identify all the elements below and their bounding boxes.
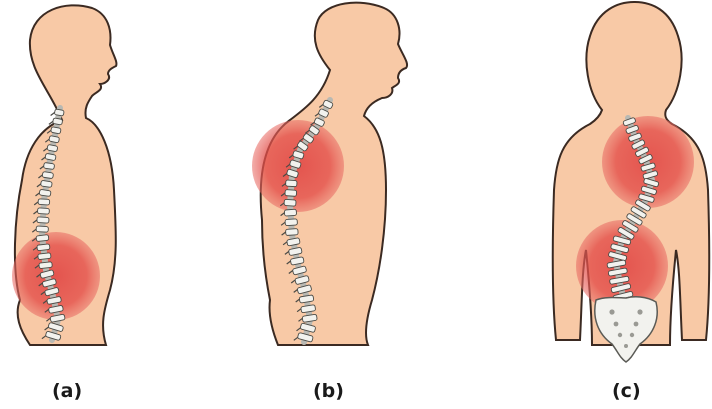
panel-a-vertebra <box>37 217 49 223</box>
panel-a-vertebra <box>38 199 50 205</box>
panel-b-vertebra <box>284 209 296 216</box>
panel-b-vertebra <box>285 219 297 226</box>
panel-a-vertebra <box>37 244 50 251</box>
panel-b-vertebra <box>284 199 296 206</box>
panel-c-label: (c) <box>612 380 641 402</box>
panel-c-sacrum <box>595 297 657 362</box>
panel-a-figure <box>12 5 116 345</box>
panel-a-vertebra <box>38 253 51 260</box>
panel-c-figure <box>553 2 710 362</box>
panel-b-label: (b) <box>313 380 344 402</box>
panel-a-spinous-process <box>51 113 55 116</box>
panel-a-vertebra <box>39 189 51 196</box>
panel-a-label: (a) <box>52 380 82 402</box>
panel-b-figure <box>252 3 407 345</box>
panel-b-vertebra <box>286 229 299 236</box>
panel-b-vertebra <box>285 190 297 197</box>
panel-b-vertebra <box>286 180 298 187</box>
panel-a-vertebra <box>53 118 63 125</box>
panel-a-vertebra <box>39 262 53 269</box>
panel-a-vertebra <box>36 235 49 242</box>
panel-a-vertebra <box>37 208 49 214</box>
panel-a-vertebra <box>41 180 53 187</box>
panel-a-vertebra <box>42 172 53 179</box>
panel-a-vertebra <box>36 226 48 232</box>
panel-a-vertebra <box>54 109 64 116</box>
panel-a-vertebra <box>43 162 54 169</box>
